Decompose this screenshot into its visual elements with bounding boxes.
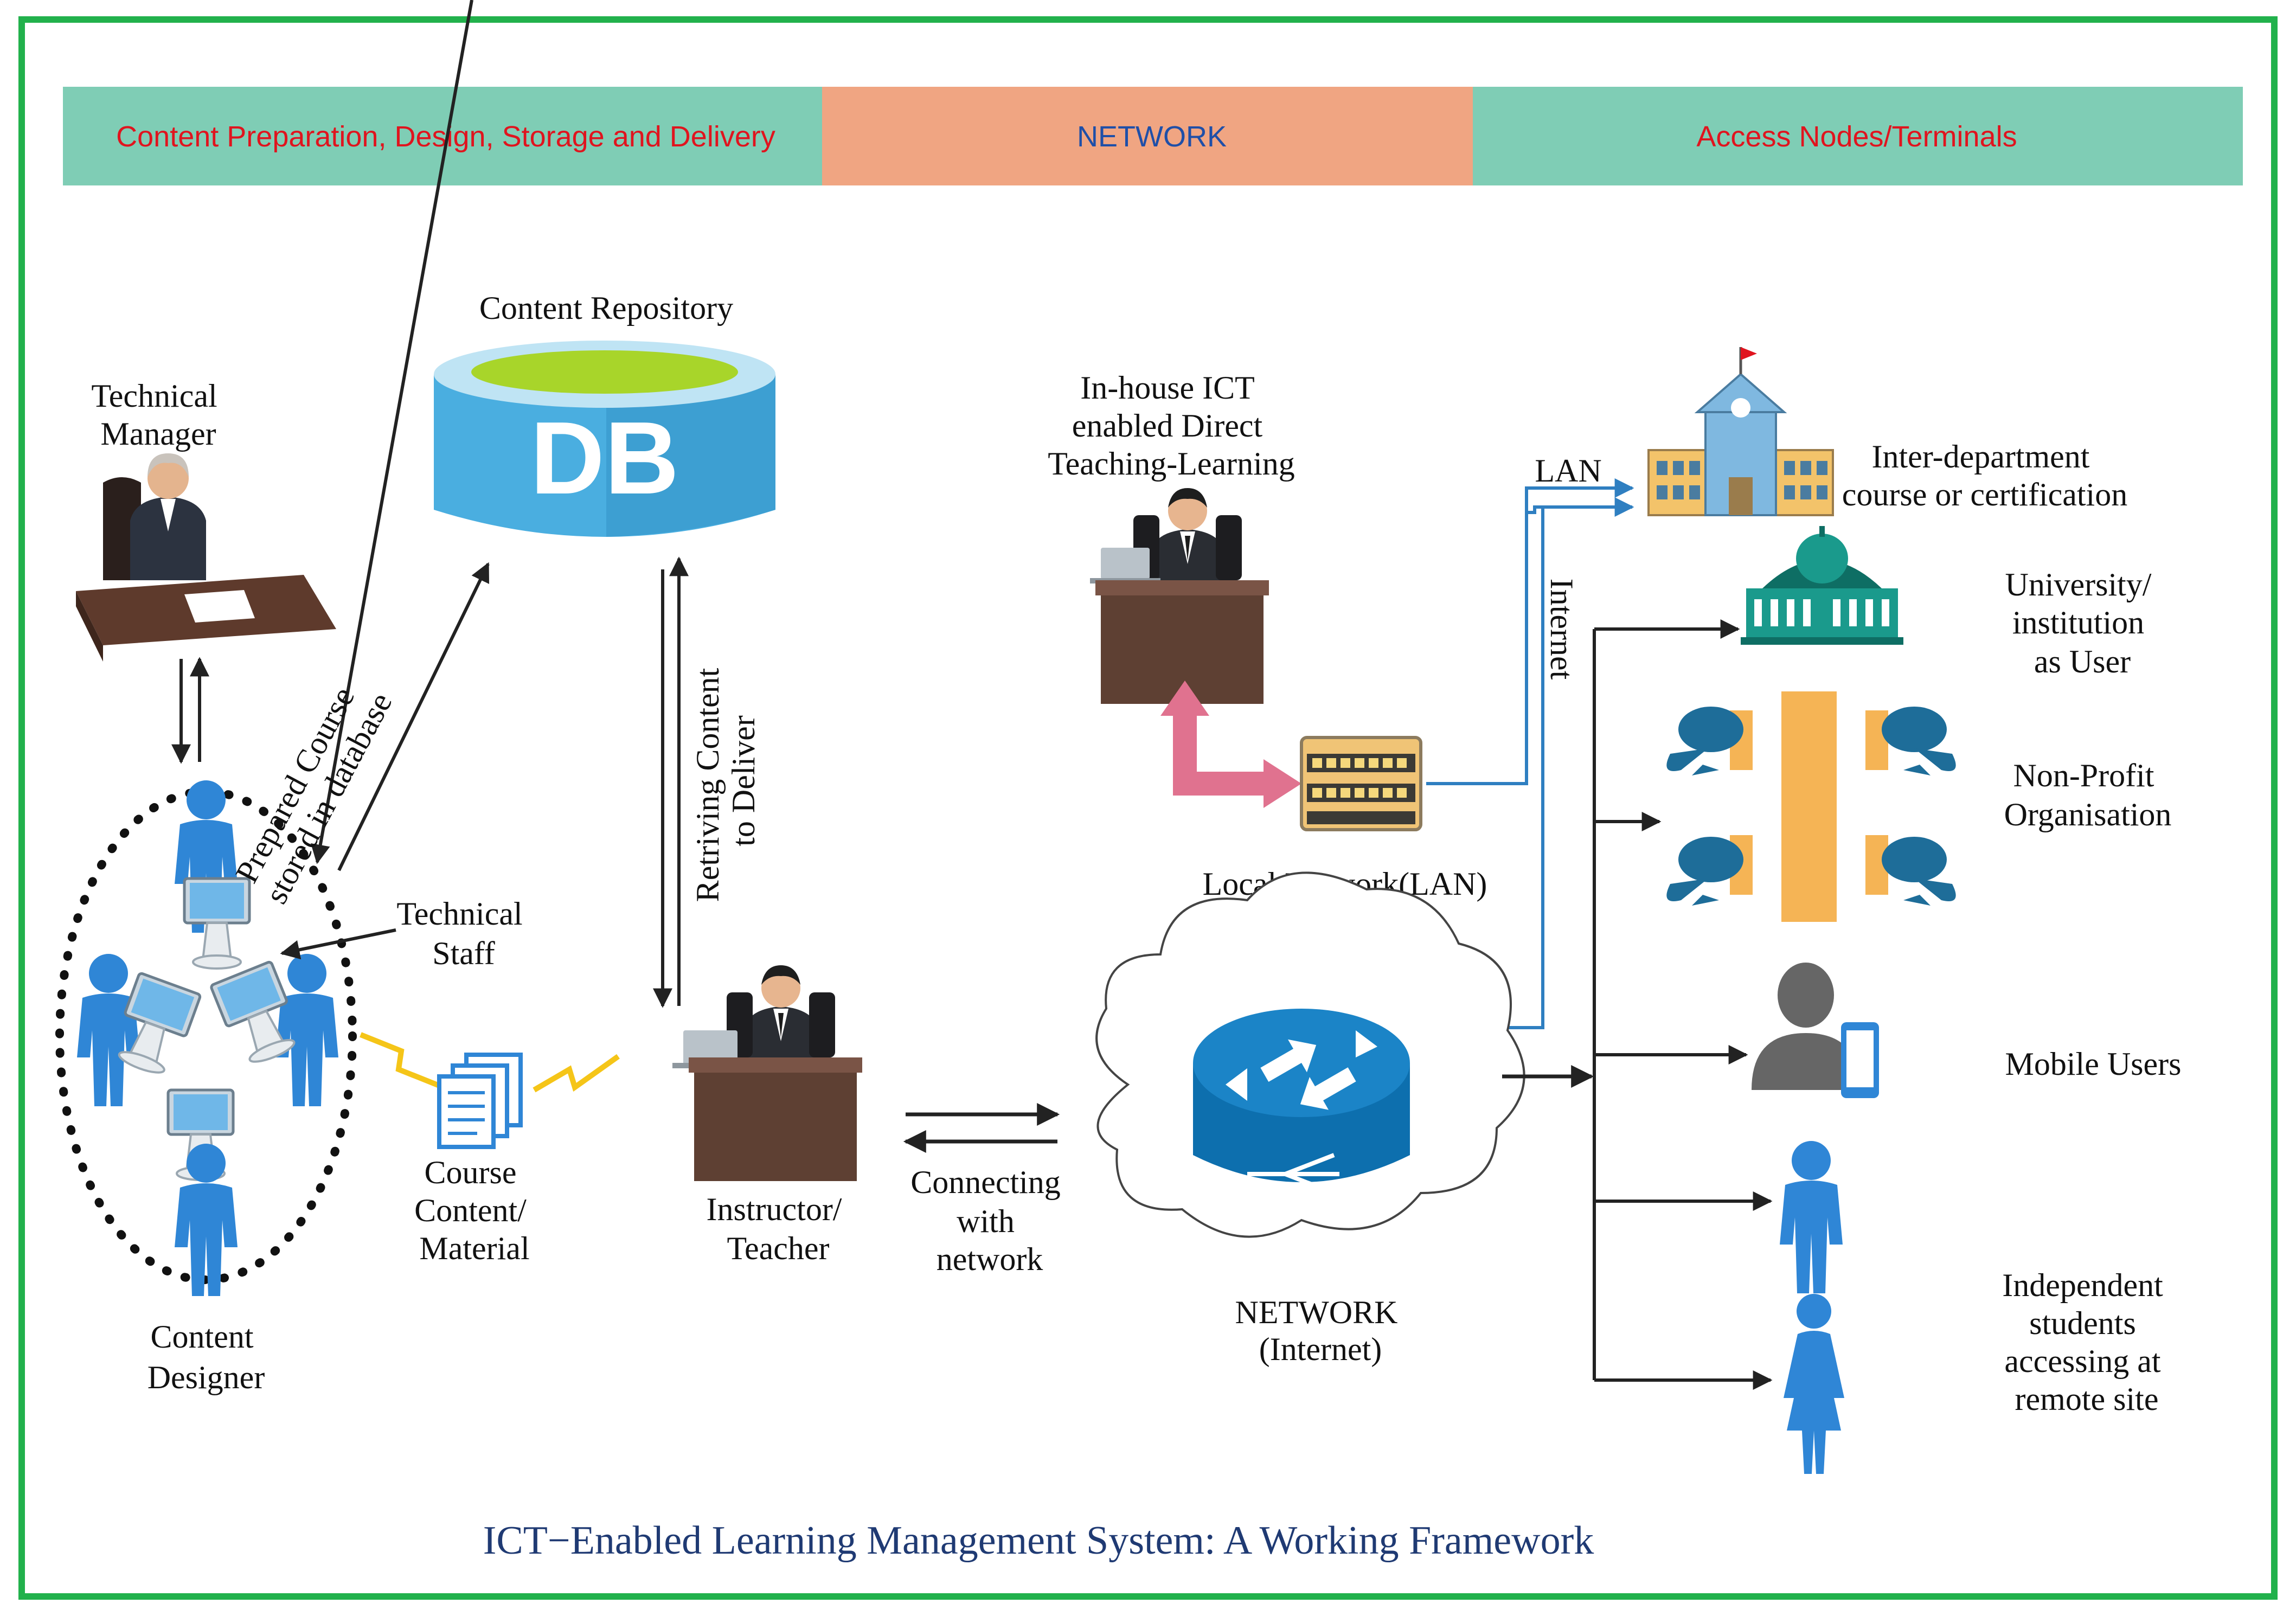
lan-label: LAN: [1535, 453, 1601, 489]
content-designer-label: Content Designer: [147, 1319, 265, 1395]
university-icon: [1741, 526, 1903, 645]
lan-switch-icon: [1300, 736, 1422, 831]
pink-arrow: [1173, 708, 1269, 796]
arrow-designer-to-db: [337, 562, 490, 871]
router-icon: [1193, 1009, 1410, 1195]
building-icon: [1647, 347, 1834, 516]
pink-arrow-head-up: [1160, 681, 1209, 716]
zigzag-left: [360, 1032, 451, 1093]
inhouse-ict-label: In-house ICT enabled Direct Teaching-Lea…: [1048, 370, 1295, 482]
header-bar: Content Preparation, Design, Storage and…: [63, 87, 2243, 185]
header-section-3-bg: [1473, 87, 2243, 185]
inhouse-teacher-icon: [1090, 488, 1269, 704]
svg-text:DB: DB: [530, 401, 679, 516]
header-section-2-bg: [822, 87, 1473, 185]
content-repository-label: Content Repository: [479, 290, 733, 326]
diagram-caption: ICT−Enabled Learning Management System: …: [483, 1518, 1594, 1563]
document-stack-icon: [437, 1053, 523, 1149]
independent-students-label: Independent students accessing at remote…: [2002, 1267, 2171, 1417]
internet-label: Internet: [1544, 579, 1580, 680]
zigzag-right: [533, 1054, 620, 1093]
technical-manager-icon: [76, 453, 336, 662]
outer-frame: [18, 16, 2278, 1600]
connecting-label: Connecting with network: [910, 1164, 1069, 1277]
instructor-icon: [672, 965, 862, 1181]
inter-department-label: Inter-department course or certification: [1842, 439, 2127, 512]
university-label: University/ institution as User: [2005, 567, 2160, 679]
non-profit-label: Non-Profit Organisation: [2004, 758, 2172, 832]
female-student-icon: [1784, 1294, 1844, 1474]
internet-line: [1502, 497, 1634, 1029]
pink-arrow-head-right: [1264, 759, 1301, 808]
retrieving-content-label: Retriving Content to Deliver: [690, 660, 761, 902]
course-content-label: Course Content/ Material: [414, 1155, 535, 1266]
header-section-2: NETWORK: [1077, 120, 1227, 153]
header-section-3: Access Nodes/Terminals: [1696, 120, 2017, 153]
arrow-staff-to-designer: [280, 928, 396, 960]
technical-staff-label: Technical Staff: [396, 896, 530, 971]
lan-line-1: [1426, 478, 1634, 785]
meeting-table-icon: [1666, 691, 1956, 922]
mobile-user-icon: [1752, 963, 1879, 1098]
technical-manager-label: Technical Manager: [91, 378, 225, 452]
network-internet-label: NETWORK (Internet): [1235, 1294, 1406, 1367]
database-icon: DB: [434, 341, 775, 537]
instructor-label: Instructor/ Teacher: [707, 1191, 850, 1266]
mobile-users-label: Mobile Users: [2005, 1046, 2182, 1082]
arrow-db-to-designer: [310, 0, 473, 864]
